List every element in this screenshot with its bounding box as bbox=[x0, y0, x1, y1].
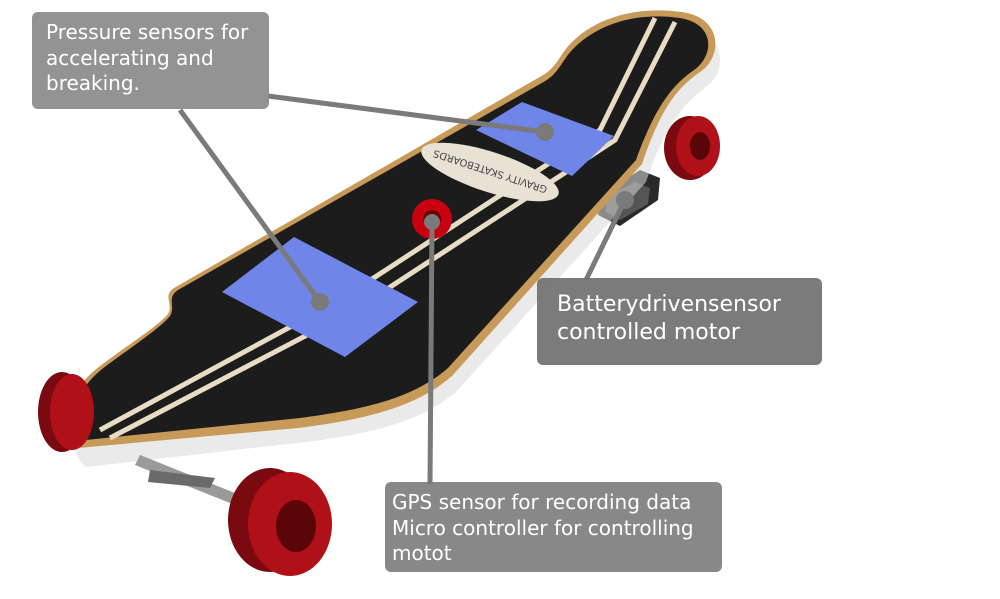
connector-pressure-front bbox=[177, 108, 323, 304]
callout-line: Pressure sensors for bbox=[46, 20, 249, 44]
callout-line: controlled motor bbox=[557, 320, 740, 346]
battery-motor-callout: Batterydrivensensor controlled motor bbox=[537, 278, 822, 365]
connector-battery bbox=[583, 198, 628, 282]
callout-line: Batterydrivensensor bbox=[557, 292, 781, 317]
pressure-sensors-callout: Pressure sensors for accelerating and br… bbox=[32, 12, 269, 109]
wheel-front-left bbox=[38, 372, 94, 452]
callout-line: breaking. bbox=[46, 71, 140, 96]
callout-line: GPS sensor for recording data bbox=[392, 490, 692, 514]
callout-line: Micro controller for controlling bbox=[392, 515, 694, 540]
gps-controller-callout: GPS sensor for recording data Micro cont… bbox=[385, 482, 722, 572]
connector-dot-battery bbox=[616, 191, 634, 209]
connector-pressure-rear bbox=[267, 93, 546, 135]
connector-dot-gps bbox=[424, 214, 440, 230]
front-truck bbox=[135, 455, 240, 505]
connector-dot-rear bbox=[536, 123, 554, 141]
connector-gps bbox=[427, 221, 435, 485]
deck-stripe-2 bbox=[108, 20, 678, 441]
connector-dot-front bbox=[311, 293, 329, 311]
callout-line: accelerating and bbox=[46, 45, 214, 70]
deck-stripe-1 bbox=[98, 16, 658, 433]
callout-line: motot bbox=[392, 541, 452, 566]
wheel-front-right bbox=[228, 468, 332, 576]
wheel-back-right bbox=[664, 116, 720, 180]
connectors bbox=[177, 93, 628, 485]
connector-dots bbox=[311, 123, 634, 311]
